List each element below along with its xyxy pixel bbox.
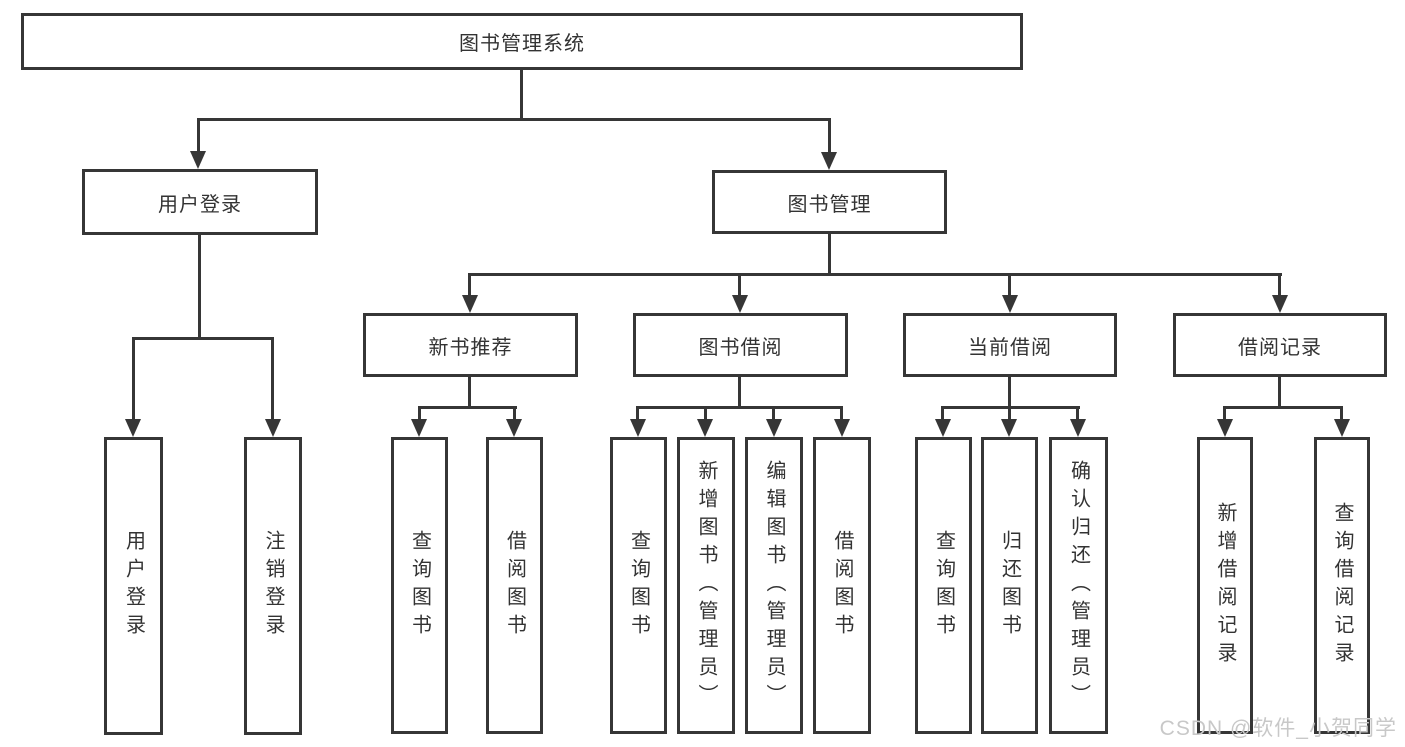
node-new-book-recommend-label: 新书推荐 bbox=[428, 336, 513, 359]
arrow-down-icon bbox=[1217, 419, 1233, 437]
leaf-cb-query-books: 查询图书 bbox=[915, 437, 972, 734]
node-book-management-label: 图书管理 bbox=[787, 193, 872, 216]
arrow-down-icon bbox=[1002, 295, 1018, 313]
leaf-cb-return-books-label: 归还图书 bbox=[998, 529, 1021, 642]
leaf-bb-borrow-books: 借阅图书 bbox=[813, 437, 871, 734]
connector-line bbox=[840, 406, 843, 421]
watermark: CSDN @软件_小贺同学 bbox=[1159, 717, 1397, 740]
arrow-down-icon bbox=[1272, 295, 1288, 313]
arrow-down-icon bbox=[935, 419, 951, 437]
connector-line bbox=[636, 406, 843, 409]
connector-line bbox=[828, 234, 831, 275]
arrow-down-icon bbox=[732, 295, 748, 313]
arrow-down-icon bbox=[411, 419, 427, 437]
arrow-down-icon bbox=[821, 152, 837, 170]
node-borrow-record-label: 借阅记录 bbox=[1238, 336, 1322, 359]
node-book-borrow-label: 图书借阅 bbox=[698, 336, 783, 359]
connector-line bbox=[704, 406, 707, 421]
connector-line bbox=[1223, 406, 1226, 421]
leaf-nbr-query-books-label: 查询图书 bbox=[408, 529, 431, 642]
connector-line bbox=[1008, 273, 1011, 297]
connector-line bbox=[468, 273, 471, 297]
arrow-down-icon bbox=[462, 295, 478, 313]
leaf-br-add-record-label: 新增借阅记录 bbox=[1214, 501, 1236, 670]
node-book-management: 图书管理 bbox=[712, 170, 947, 234]
connector-line bbox=[1076, 406, 1079, 421]
node-user-login-label: 用户登录 bbox=[158, 193, 242, 216]
leaf-nbr-query-books: 查询图书 bbox=[391, 437, 448, 734]
arrow-down-icon bbox=[506, 419, 522, 437]
leaf-nbr-borrow-books: 借阅图书 bbox=[486, 437, 543, 734]
node-new-book-recommend: 新书推荐 bbox=[363, 313, 578, 377]
leaf-cb-return-books: 归还图书 bbox=[981, 437, 1038, 734]
arrow-down-icon bbox=[630, 419, 646, 437]
node-current-borrow-label: 当前借阅 bbox=[968, 336, 1052, 359]
connector-line bbox=[271, 337, 274, 421]
arrow-down-icon bbox=[1070, 419, 1086, 437]
node-current-borrow: 当前借阅 bbox=[903, 313, 1117, 377]
node-user-login: 用户登录 bbox=[82, 169, 318, 235]
arrow-down-icon bbox=[190, 151, 206, 169]
arrow-down-icon bbox=[1001, 419, 1017, 437]
connector-line bbox=[418, 406, 517, 409]
leaf-br-query-record: 查询借阅记录 bbox=[1314, 437, 1370, 734]
connector-line bbox=[520, 70, 523, 118]
leaf-nbr-borrow-books-label: 借阅图书 bbox=[503, 529, 526, 642]
connector-line bbox=[1008, 377, 1011, 408]
leaf-logout: 注销登录 bbox=[244, 437, 302, 735]
node-root: 图书管理系统 bbox=[21, 13, 1023, 70]
connector-line bbox=[468, 273, 1282, 276]
connector-line bbox=[738, 377, 741, 408]
arrow-down-icon bbox=[697, 419, 713, 437]
connector-line bbox=[1008, 406, 1011, 421]
connector-line bbox=[132, 337, 135, 421]
connector-line bbox=[1340, 406, 1343, 421]
connector-line bbox=[198, 235, 201, 340]
arrow-down-icon bbox=[1334, 419, 1350, 437]
leaf-bb-query-books: 查询图书 bbox=[610, 437, 667, 734]
connector-line bbox=[828, 118, 831, 154]
leaf-bb-query-books-label: 查询图书 bbox=[627, 529, 650, 642]
connector-line bbox=[1278, 273, 1281, 297]
node-book-borrow: 图书借阅 bbox=[633, 313, 848, 377]
arrow-down-icon bbox=[834, 419, 850, 437]
arrow-down-icon bbox=[125, 419, 141, 437]
connector-line bbox=[772, 406, 775, 421]
leaf-br-query-record-label: 查询借阅记录 bbox=[1331, 501, 1353, 670]
leaf-bb-add-books-label: 新增图书（管理员） bbox=[695, 459, 717, 712]
connector-line bbox=[1223, 406, 1343, 409]
connector-line bbox=[197, 118, 200, 153]
leaf-cb-query-books-label: 查询图书 bbox=[932, 529, 955, 642]
node-root-label: 图书管理系统 bbox=[459, 33, 585, 55]
leaf-bb-borrow-books-label: 借阅图书 bbox=[831, 529, 853, 642]
connector-line bbox=[513, 406, 516, 421]
leaf-br-add-record: 新增借阅记录 bbox=[1197, 437, 1253, 734]
node-borrow-record: 借阅记录 bbox=[1173, 313, 1387, 377]
connector-line bbox=[468, 377, 471, 408]
leaf-logout-label: 注销登录 bbox=[262, 530, 284, 642]
arrow-down-icon bbox=[766, 419, 782, 437]
leaf-bb-edit-books-label: 编辑图书（管理员） bbox=[763, 459, 785, 712]
connector-line bbox=[941, 406, 944, 421]
connector-line bbox=[132, 337, 274, 340]
arrow-down-icon bbox=[265, 419, 281, 437]
leaf-user-login: 用户登录 bbox=[104, 437, 163, 735]
connector-line bbox=[738, 273, 741, 297]
leaf-bb-add-books: 新增图书（管理员） bbox=[677, 437, 735, 734]
connector-line bbox=[197, 118, 831, 121]
connector-line bbox=[1278, 377, 1281, 408]
leaf-bb-edit-books: 编辑图书（管理员） bbox=[745, 437, 803, 734]
leaf-user-login-label: 用户登录 bbox=[122, 530, 145, 642]
leaf-cb-confirm-return: 确认归还（管理员） bbox=[1049, 437, 1108, 734]
connector-line bbox=[418, 406, 421, 421]
connector-line bbox=[636, 406, 639, 421]
leaf-cb-confirm-return-label: 确认归还（管理员） bbox=[1067, 459, 1090, 712]
